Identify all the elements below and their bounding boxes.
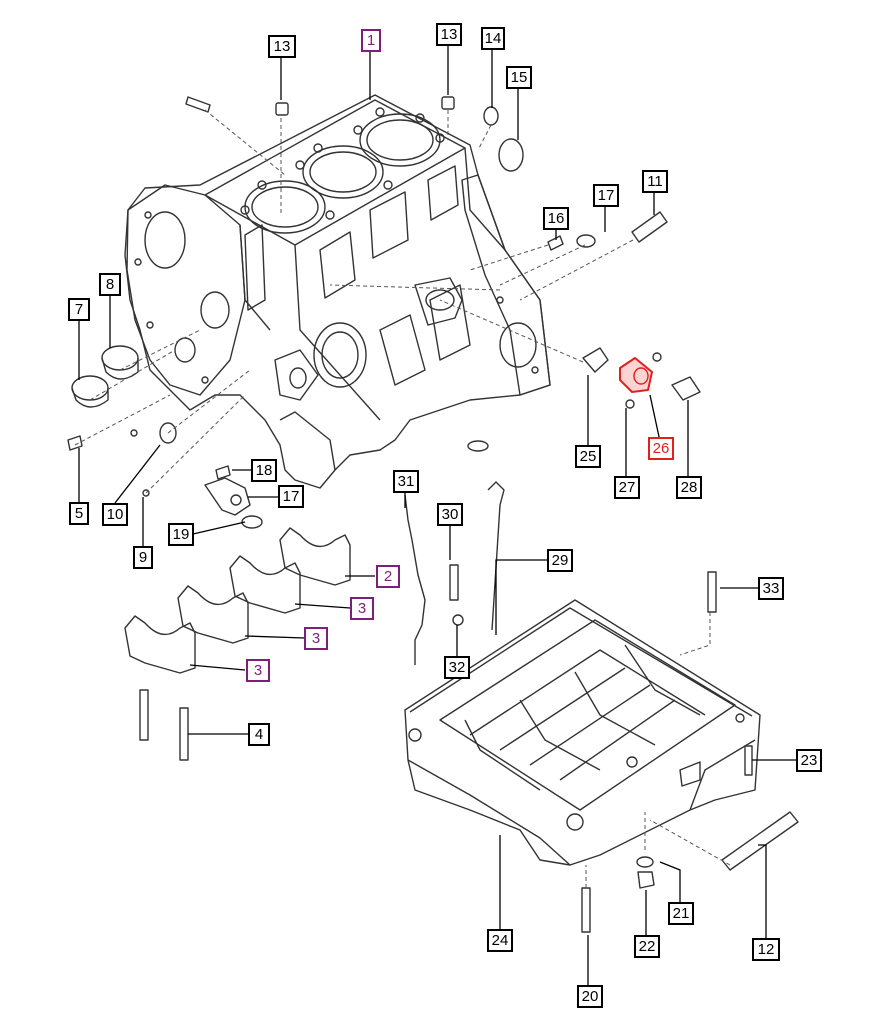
plug-part-5 [67,435,83,451]
o-ring-15 [498,138,524,172]
callout-10: 10 [102,503,128,526]
o-ring-17 [576,234,596,248]
lower-crankcase [404,599,761,866]
callout-30: 30 [437,503,463,526]
callout-19: 19 [168,523,194,546]
oil-pickup-tube [404,494,426,665]
callout-9: 9 [133,546,153,569]
callout-24: 24 [487,929,513,952]
dipstick-tube-30 [449,564,459,601]
gasket-25 [582,347,609,373]
leader-lines [78,46,797,985]
callout-3-lower: 3 [246,659,270,682]
callout-2: 2 [376,565,400,588]
callout-5: 5 [69,502,89,525]
sensor-28 [671,376,701,401]
cylinder-block [124,94,551,489]
callout-27: 27 [614,476,640,499]
drain-plug-22 [637,871,655,889]
callout-29: 29 [547,549,573,572]
callout-17-lower: 17 [278,485,304,508]
callout-28: 28 [676,476,702,499]
callout-1: 1 [361,29,381,52]
callout-20: 20 [577,985,603,1008]
callout-4: 4 [248,723,270,746]
callout-13-left: 13 [268,35,296,58]
long-bolt-12 [721,811,799,871]
callout-21: 21 [668,902,694,925]
part-26-highlighted [619,357,653,393]
callout-33: 33 [758,577,784,600]
callout-12: 12 [752,938,780,961]
oil-jet [204,477,251,516]
camshaft-bushings [71,345,139,408]
tube-11 [631,211,668,243]
callout-17-upper: 17 [593,184,619,207]
alignment-lines [74,109,731,888]
callout-32: 32 [444,656,470,679]
callout-31: 31 [393,470,419,493]
callout-16: 16 [543,207,569,230]
callout-13-right: 13 [436,23,462,46]
callout-26-highlighted: 26 [648,437,674,460]
callout-15: 15 [506,66,532,89]
callout-7: 7 [68,298,90,321]
dipstick-29 [487,481,505,631]
seal-part-10 [159,422,177,444]
callout-11: 11 [642,170,668,193]
callout-18: 18 [251,459,277,482]
dowel-right [441,96,455,110]
callout-23: 23 [796,749,822,772]
callout-25: 25 [575,445,601,468]
callout-3-middle: 3 [304,627,328,650]
callout-8: 8 [99,273,121,296]
callout-14: 14 [481,27,505,50]
bolt-33 [707,571,717,613]
o-ring-14 [483,106,499,126]
bolt-4b [179,707,189,761]
washer-21 [636,856,654,868]
gasket-19 [241,515,263,529]
callout-3-upper: 3 [350,597,374,620]
callout-22: 22 [634,935,660,958]
dowel-left [275,102,289,116]
bolt-20 [581,887,591,933]
bolt-23 [744,745,753,776]
bolt-4a [139,689,149,741]
main-bearing-caps [124,527,351,674]
